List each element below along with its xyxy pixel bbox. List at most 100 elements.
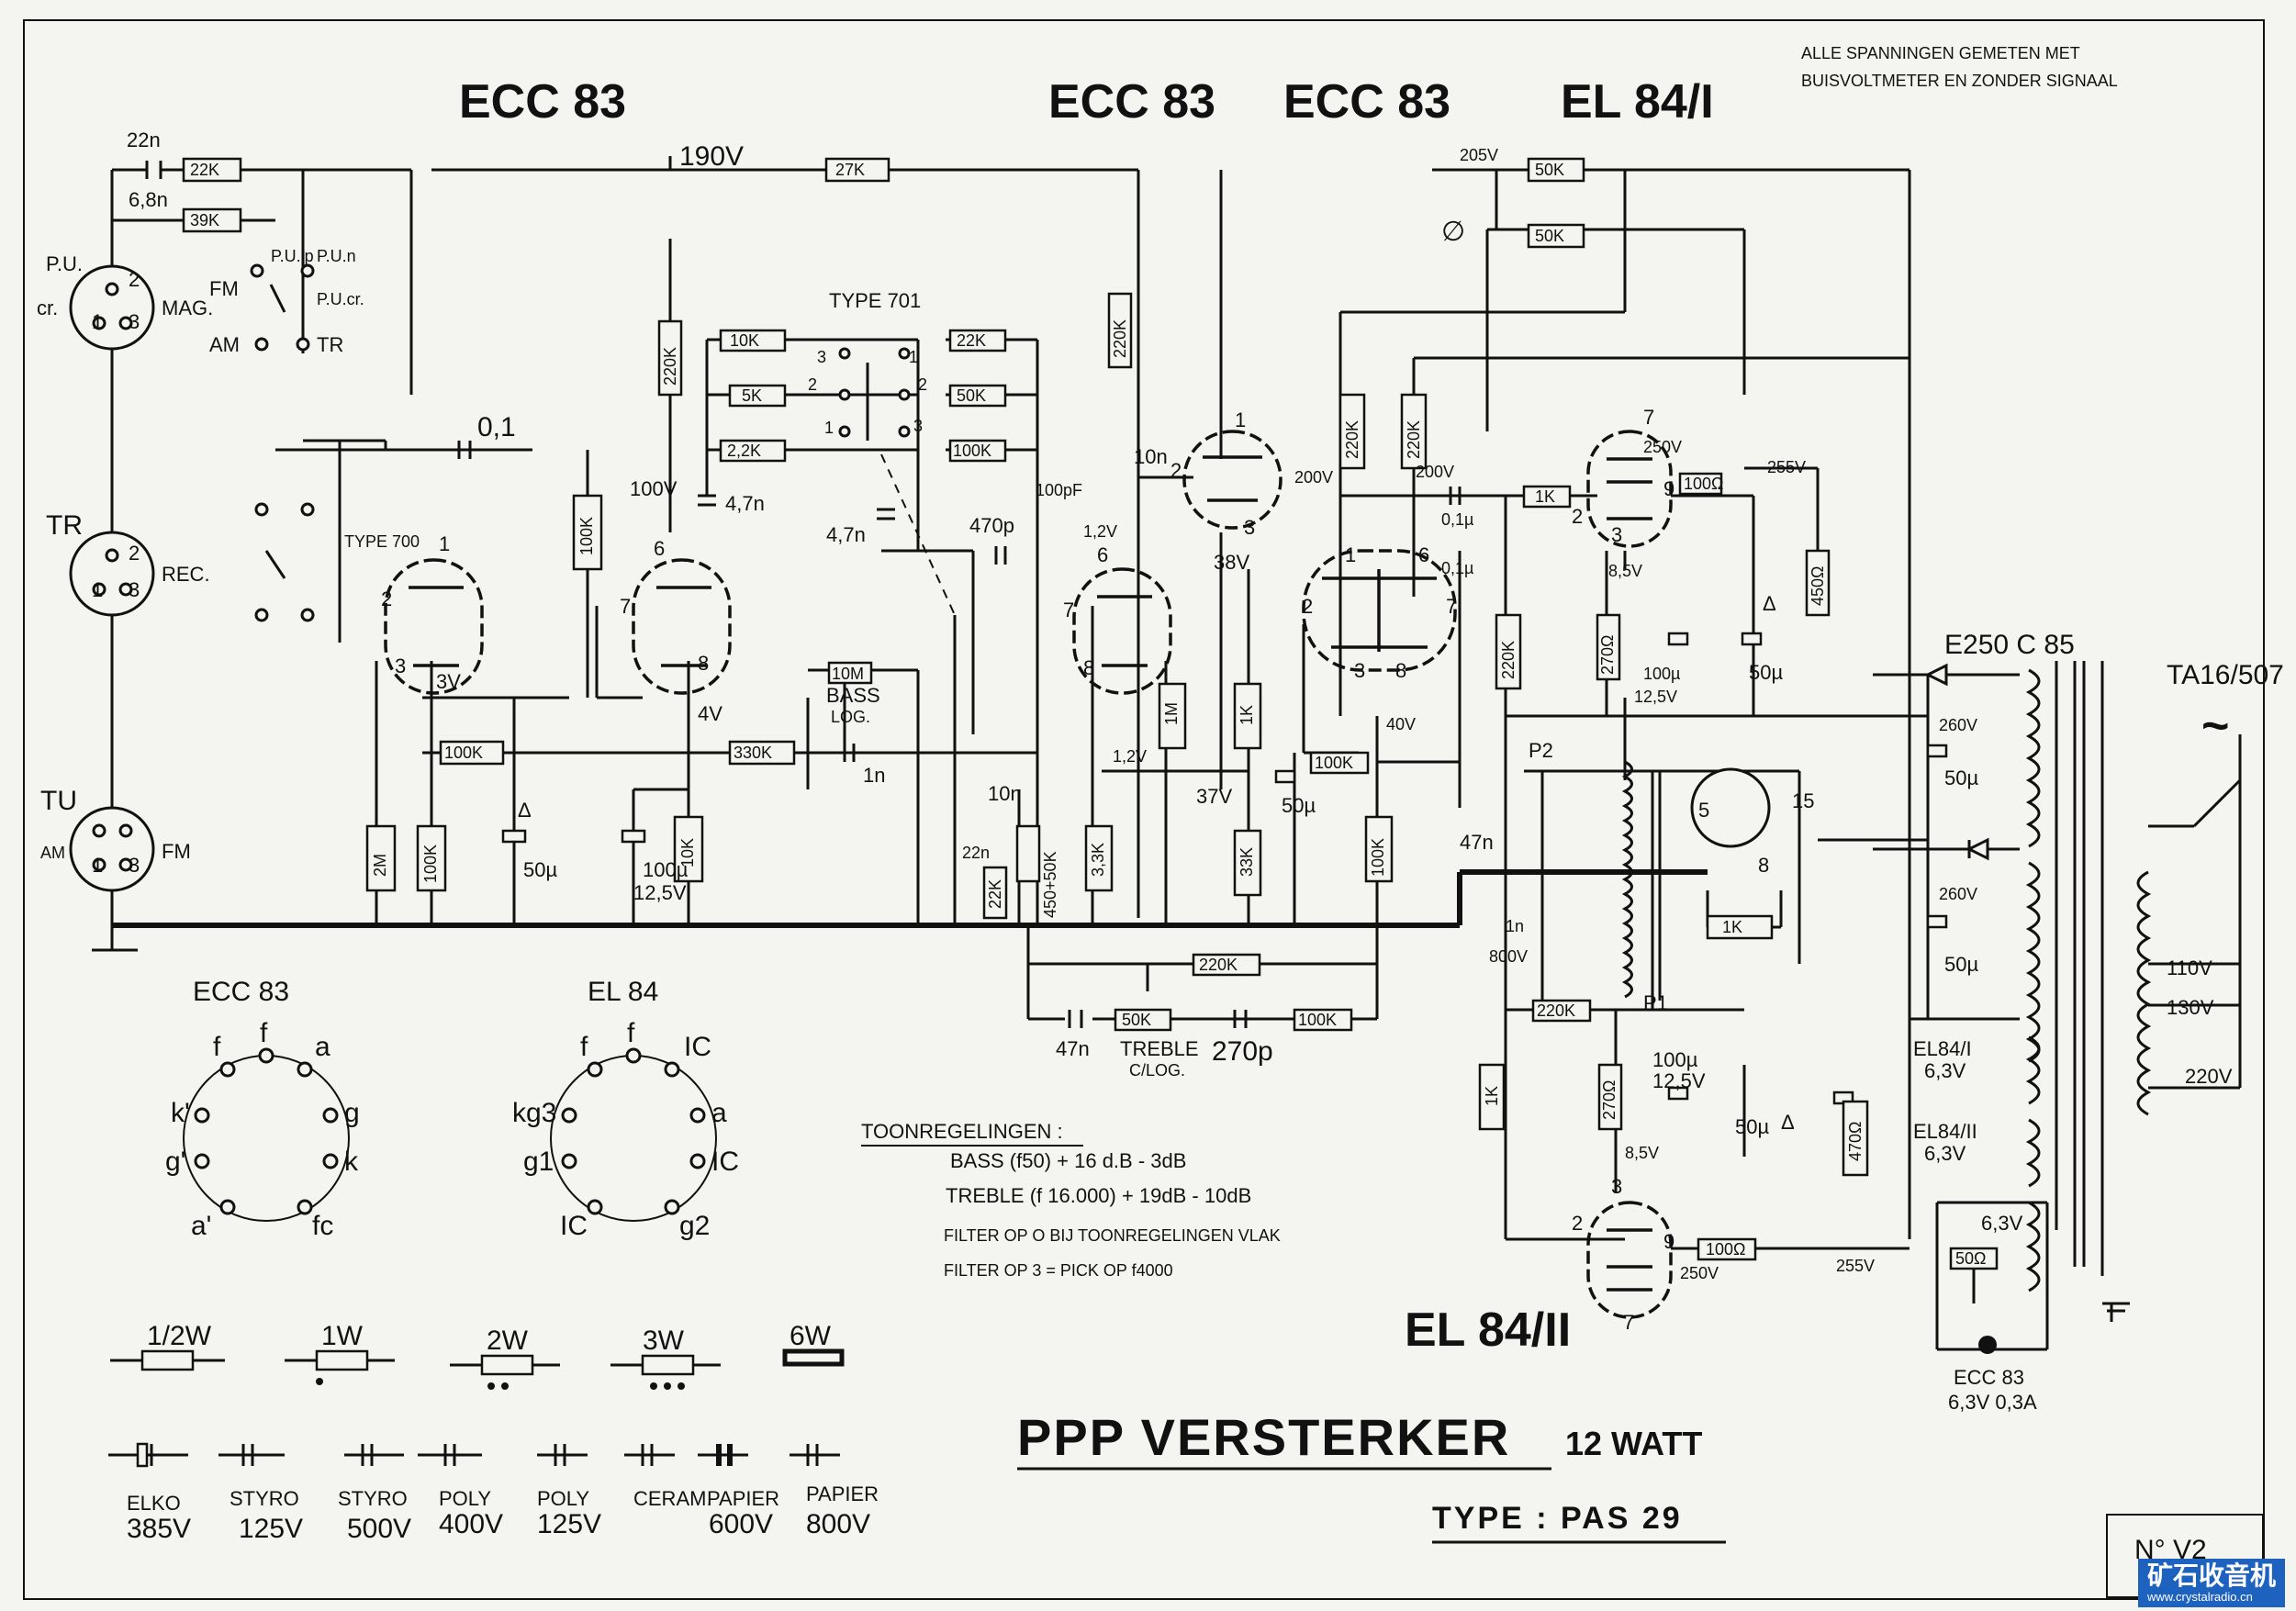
svg-text:3: 3 [1611, 523, 1622, 546]
v-255-b: 255V [1836, 1257, 1875, 1275]
c-50u-b: 50µ [1282, 794, 1316, 817]
tube-v1b: 678 [620, 537, 732, 695]
r-100k-d [1293, 1008, 1353, 1032]
svg-text:k: k [344, 1147, 359, 1177]
v-255-a: 255V [1767, 458, 1806, 476]
r-220k-a [657, 319, 683, 397]
svg-text:27K: 27K [835, 161, 865, 179]
svg-text:3,3K: 3,3K [1089, 843, 1107, 877]
v-4: 4V [698, 702, 722, 725]
svg-text:385V: 385V [127, 1514, 191, 1544]
r-1k-a [1233, 682, 1262, 750]
svg-text:7: 7 [1623, 1311, 1634, 1334]
svg-text:a': a' [191, 1211, 211, 1241]
input-socket-tu[interactable]: 1 3 [69, 806, 155, 892]
svg-text:Δ: Δ [1781, 1111, 1795, 1134]
r-sw-22k-a [719, 439, 787, 463]
svg-text:100K: 100K [953, 442, 991, 460]
svg-text:600V: 600V [709, 1509, 773, 1539]
c-68n: 6,8n [129, 188, 168, 211]
v-85-b: 8,5V [1625, 1144, 1659, 1162]
svg-text:POLY: POLY [537, 1487, 589, 1510]
v-200-a: 200V [1294, 468, 1333, 487]
input-selector-switch[interactable] [250, 263, 315, 352]
label-p2: P2 [1529, 739, 1553, 762]
c-1n-b: 1n [1506, 917, 1524, 935]
svg-text:450Ω: 450Ω [1809, 566, 1827, 607]
v-heater-el84ii: 6,3V [1924, 1142, 1966, 1165]
svg-text:1: 1 [1235, 408, 1246, 431]
svg-text:1M: 1M [1162, 702, 1181, 725]
v-260-b: 260V [1939, 885, 1977, 903]
svg-text:50K: 50K [1535, 161, 1564, 179]
label-treble: TREBLE [1120, 1037, 1199, 1060]
svg-text:2W: 2W [487, 1326, 529, 1356]
rectifier-diode-b [1966, 837, 1989, 861]
svg-text:IC: IC [684, 1032, 711, 1062]
r-220k-d [1338, 393, 1366, 470]
pinout-ecc83-title: ECC 83 [193, 977, 289, 1007]
svg-text:400V: 400V [439, 1509, 503, 1539]
tone-filter0: FILTER OP O BIJ TOONREGELINGEN VLAK [944, 1226, 1281, 1245]
svg-text:220K: 220K [661, 347, 679, 386]
svg-text:1/2W: 1/2W [147, 1321, 212, 1351]
svg-text:220K: 220K [1537, 1001, 1575, 1020]
svg-text:3: 3 [129, 854, 140, 877]
tone-notes: TOONREGELINGEN : BASS (f50) + 16 d.B - 3… [861, 1120, 1281, 1280]
main-wiring [92, 156, 2242, 1351]
label-p1: P1 [1643, 991, 1668, 1014]
label-sw-fm: FM [209, 277, 239, 300]
v-200-b: 200V [1416, 463, 1454, 481]
c-22n-b: 22n [962, 844, 990, 862]
svg-text:1: 1 [824, 419, 834, 437]
v-205: 205V [1460, 146, 1498, 164]
input-socket-pu[interactable]: 2 1 3 [69, 264, 155, 351]
svg-text:g2: g2 [679, 1211, 710, 1241]
c-100u-b: 100µ [1643, 665, 1680, 683]
svg-text:500V: 500V [347, 1514, 411, 1544]
v-12: 1,2V [1083, 522, 1117, 541]
svg-text:3: 3 [129, 310, 140, 333]
v-37: 37V [1196, 785, 1232, 808]
v-250-b: 250V [1680, 1264, 1719, 1282]
cap-papier-800 [790, 1444, 840, 1466]
svg-text:f: f [260, 1018, 268, 1048]
svg-text:2: 2 [808, 375, 817, 394]
svg-text:g: g [344, 1098, 360, 1128]
svg-text:9: 9 [1663, 1230, 1674, 1253]
r-1k-d [1478, 1063, 1506, 1131]
label-tu: TU [40, 786, 77, 816]
svg-text:IC: IC [711, 1147, 739, 1177]
selector-switch-700[interactable] [254, 502, 315, 622]
svg-text:125V: 125V [239, 1514, 303, 1544]
svg-text:330K: 330K [734, 744, 772, 762]
label-sw-tr: TR [317, 333, 343, 356]
tube-label-v2: ECC 83 [1048, 75, 1215, 129]
r-1k-c [1706, 914, 1774, 940]
svg-text:3: 3 [129, 578, 140, 601]
pot-450-50k [1015, 824, 1041, 883]
label-pu: P.U. [46, 252, 83, 275]
tube-label-v3: ECC 83 [1283, 75, 1450, 129]
watermark-badge: 矿石收音机 www.crystalradio.cn [2137, 1558, 2285, 1607]
svg-text:CERAM.: CERAM. [633, 1487, 712, 1510]
label-rec: REC. [162, 563, 210, 586]
svg-text:3: 3 [913, 417, 923, 435]
v-110: 110V [2167, 957, 2212, 979]
input-socket-tr[interactable]: 2 1 3 [69, 531, 155, 617]
svg-text:fc: fc [312, 1211, 333, 1241]
r-100o-b [1697, 1237, 1757, 1261]
title-block: PPP VERSTERKER 12 WATT TYPE : PAS 29 N° … [1017, 1408, 2264, 1598]
speaker-socket [1690, 767, 1771, 848]
label-am: AM [40, 844, 65, 862]
r-33k-a [1084, 824, 1114, 892]
svg-text:3: 3 [395, 654, 406, 677]
svg-text:15: 15 [1792, 789, 1814, 812]
svg-text:50K: 50K [1535, 227, 1564, 245]
capacitor-legend: ELKO 385V STYRO 125V STYRO 500V POLY 400… [108, 1442, 879, 1544]
c-270p: 270p [1212, 1036, 1273, 1067]
svg-text:2: 2 [1572, 505, 1583, 528]
label-lamp: ECC 83 [1954, 1366, 2024, 1389]
label-sw-am: AM [209, 333, 240, 356]
